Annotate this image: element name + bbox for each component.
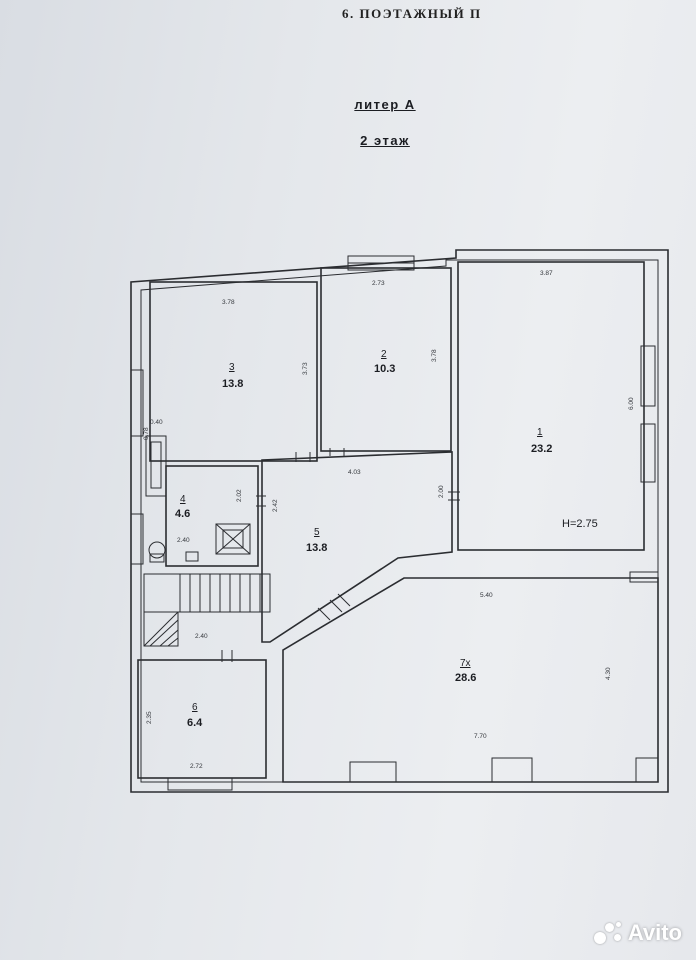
avito-wordmark: Avito [627, 920, 682, 945]
avito-watermark: Avito [593, 920, 682, 946]
room-7-number: 7х [460, 658, 471, 669]
dim-room2-depth: 3.78 [431, 349, 438, 362]
dim-room1-width: 3.87 [540, 270, 553, 277]
dim-room7-bottom: 7.70 [474, 733, 487, 740]
dim-stair-width: 2.40 [195, 633, 208, 640]
dim-closet-depth: 0.78 [143, 427, 150, 440]
room-3-outline [149, 281, 318, 462]
dim-room5-right: 2.00 [438, 485, 445, 498]
dim-room5-width: 4.03 [348, 469, 361, 476]
closet-niche [150, 441, 162, 489]
room-2-outline [320, 267, 452, 452]
room-3-area: 13.8 [222, 378, 243, 390]
avito-logo-icon [593, 920, 624, 946]
dim-room5-left: 2.42 [272, 499, 279, 512]
closet-outline [145, 435, 167, 497]
door-marks [221, 448, 460, 662]
dim-room6-width: 2.72 [190, 763, 203, 770]
room-5-area: 13.8 [306, 542, 327, 554]
dim-room3-depth: 3.73 [302, 362, 309, 375]
dim-room1-depth: 6.00 [628, 397, 635, 410]
room-7-outline [282, 577, 659, 783]
room-7-columns [349, 571, 659, 783]
section-title: 6. ПОЭТАЖНЫЙ П [342, 6, 482, 21]
room-1-area: 23.2 [531, 443, 552, 455]
dim-room7-top: 5.40 [480, 592, 493, 599]
room-2-area: 10.3 [374, 363, 395, 375]
staircase [143, 573, 271, 647]
room-7-area: 28.6 [455, 672, 476, 684]
outer-walls [130, 249, 669, 793]
room-4-outline [165, 465, 259, 567]
dim-room7-depth: 4.30 [605, 667, 612, 680]
floor-label: 2 этаж [360, 133, 410, 148]
dim-room4-depth: 2.02 [236, 489, 243, 502]
toilet-icon [148, 541, 199, 563]
shower-tray-icon [215, 523, 251, 555]
dim-room6-depth: 2.35 [146, 711, 153, 724]
dim-room4-width: 2.40 [177, 537, 190, 544]
room-3-number: 3 [229, 362, 235, 373]
liter-label: литер А [354, 97, 416, 112]
room-6-number: 6 [192, 702, 198, 713]
window-marks [130, 255, 656, 791]
room-1-outline [457, 261, 645, 551]
room-1-number: 1 [537, 427, 543, 438]
room-2-number: 2 [381, 349, 387, 360]
room-4-area: 4.6 [175, 508, 190, 520]
ceiling-height: Н=2.75 [562, 518, 598, 530]
dim-room3-width: 3.78 [222, 299, 235, 306]
room-5-number: 5 [314, 527, 320, 538]
room-6-area: 6.4 [187, 717, 203, 729]
dim-room2-width: 2.73 [372, 280, 385, 287]
room-4-number: 4 [180, 494, 186, 505]
room-5-outline [261, 451, 453, 643]
dim-closet-width: 0.40 [150, 419, 163, 426]
